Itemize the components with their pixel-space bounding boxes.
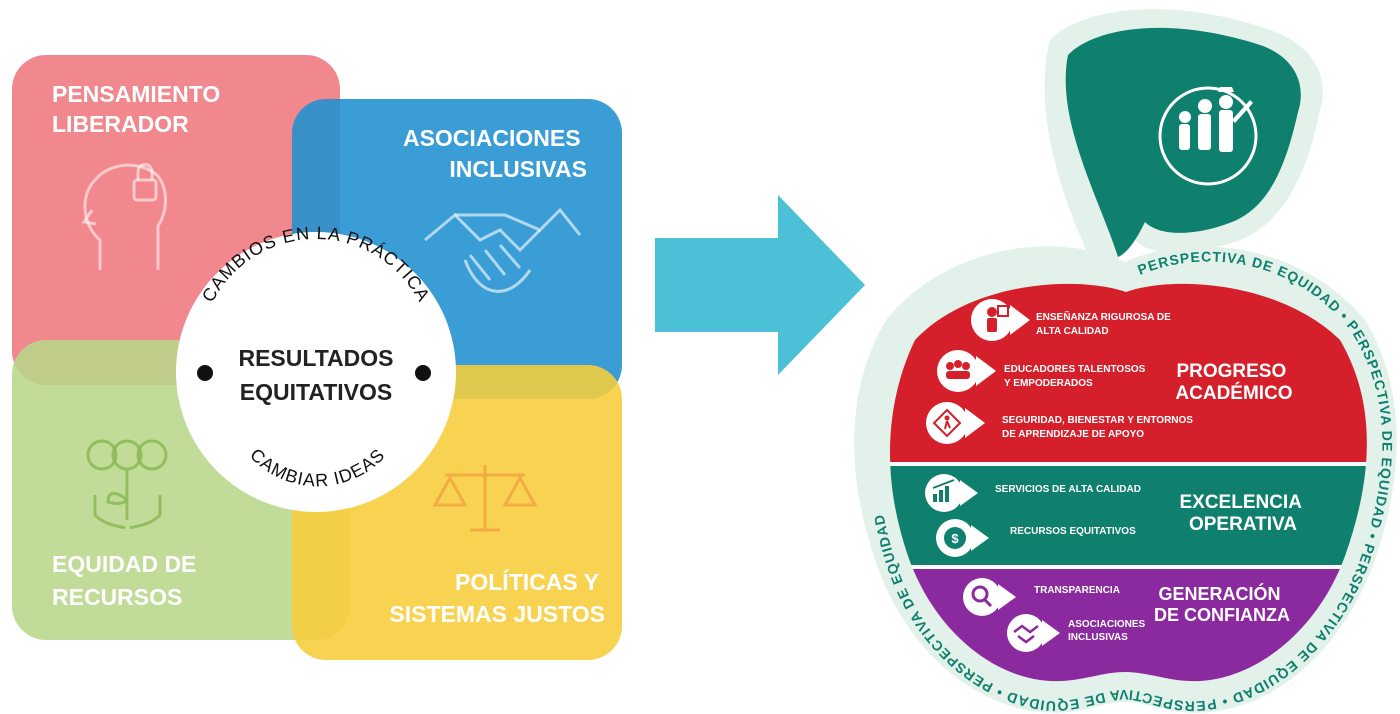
svg-text:TRANSPARENCIA: TRANSPARENCIA xyxy=(1034,585,1120,596)
quadrant-diagram: PENSAMIENTO LIBERADOR ASOCIACIONES INCLU… xyxy=(12,55,622,660)
right-arrow xyxy=(655,195,865,375)
item-transparencia: TRANSPARENCIA xyxy=(963,578,1120,616)
title-generacion-de-confianza: GENERACIÓN DE CONFIANZA xyxy=(1154,583,1290,625)
label-pensamiento-liberador: PENSAMIENTO LIBERADOR xyxy=(52,81,227,137)
group-star-icon xyxy=(946,360,970,379)
magnifier-icon xyxy=(971,585,993,608)
plant-hands-icon xyxy=(86,439,168,530)
section-divider-2 xyxy=(889,565,1367,569)
svg-text:RECURSOS EQUITATIVOS: RECURSOS EQUITATIVOS xyxy=(1010,526,1136,537)
handshake-icon xyxy=(424,207,582,293)
label-equidad-de-recursos: EQUIDAD DE RECURSOS xyxy=(52,551,203,610)
title-excelencia-operativa: EXCELENCIA OPERATIVA xyxy=(1179,492,1306,535)
family-logo-icon xyxy=(1158,86,1258,186)
apple-diagram: PERSPECTIVA DE EQUIDAD • PERSPECTIVA DE … xyxy=(854,9,1397,714)
center-circle xyxy=(176,232,456,512)
section-divider-1 xyxy=(889,462,1367,466)
label-politicas-sistemas-justos: POLÍTICAS Y SISTEMAS JUSTOS xyxy=(389,568,605,627)
handshake-small-icon xyxy=(1013,624,1039,644)
dollar-coin-icon: $ xyxy=(944,527,966,549)
title-progreso-academico: PROGRESO ACADÉMICO xyxy=(1175,361,1292,404)
crossing-sign-icon xyxy=(932,408,962,438)
item-servicios: SERVICIOS DE ALTA CALIDAD xyxy=(925,474,1141,512)
head-lock-icon xyxy=(81,163,167,270)
family-figures-icon xyxy=(1179,87,1253,152)
growth-chart-icon xyxy=(932,479,955,502)
center-title-line1: RESULTADOS xyxy=(238,345,393,371)
right-dot xyxy=(415,365,431,381)
scales-icon xyxy=(432,465,538,532)
center-title-line2: EQUITATIVOS xyxy=(240,379,393,405)
svg-text:$: $ xyxy=(951,531,959,546)
left-dot xyxy=(197,365,213,381)
svg-text:SERVICIOS DE ALTA CALIDAD: SERVICIOS DE ALTA CALIDAD xyxy=(995,484,1141,495)
item-recursos: $ RECURSOS EQUITATIVOS xyxy=(936,519,1136,557)
label-asociaciones-inclusivas: ASOCIACIONES INCLUSIVAS xyxy=(403,125,587,182)
teacher-board-icon xyxy=(987,305,1009,332)
